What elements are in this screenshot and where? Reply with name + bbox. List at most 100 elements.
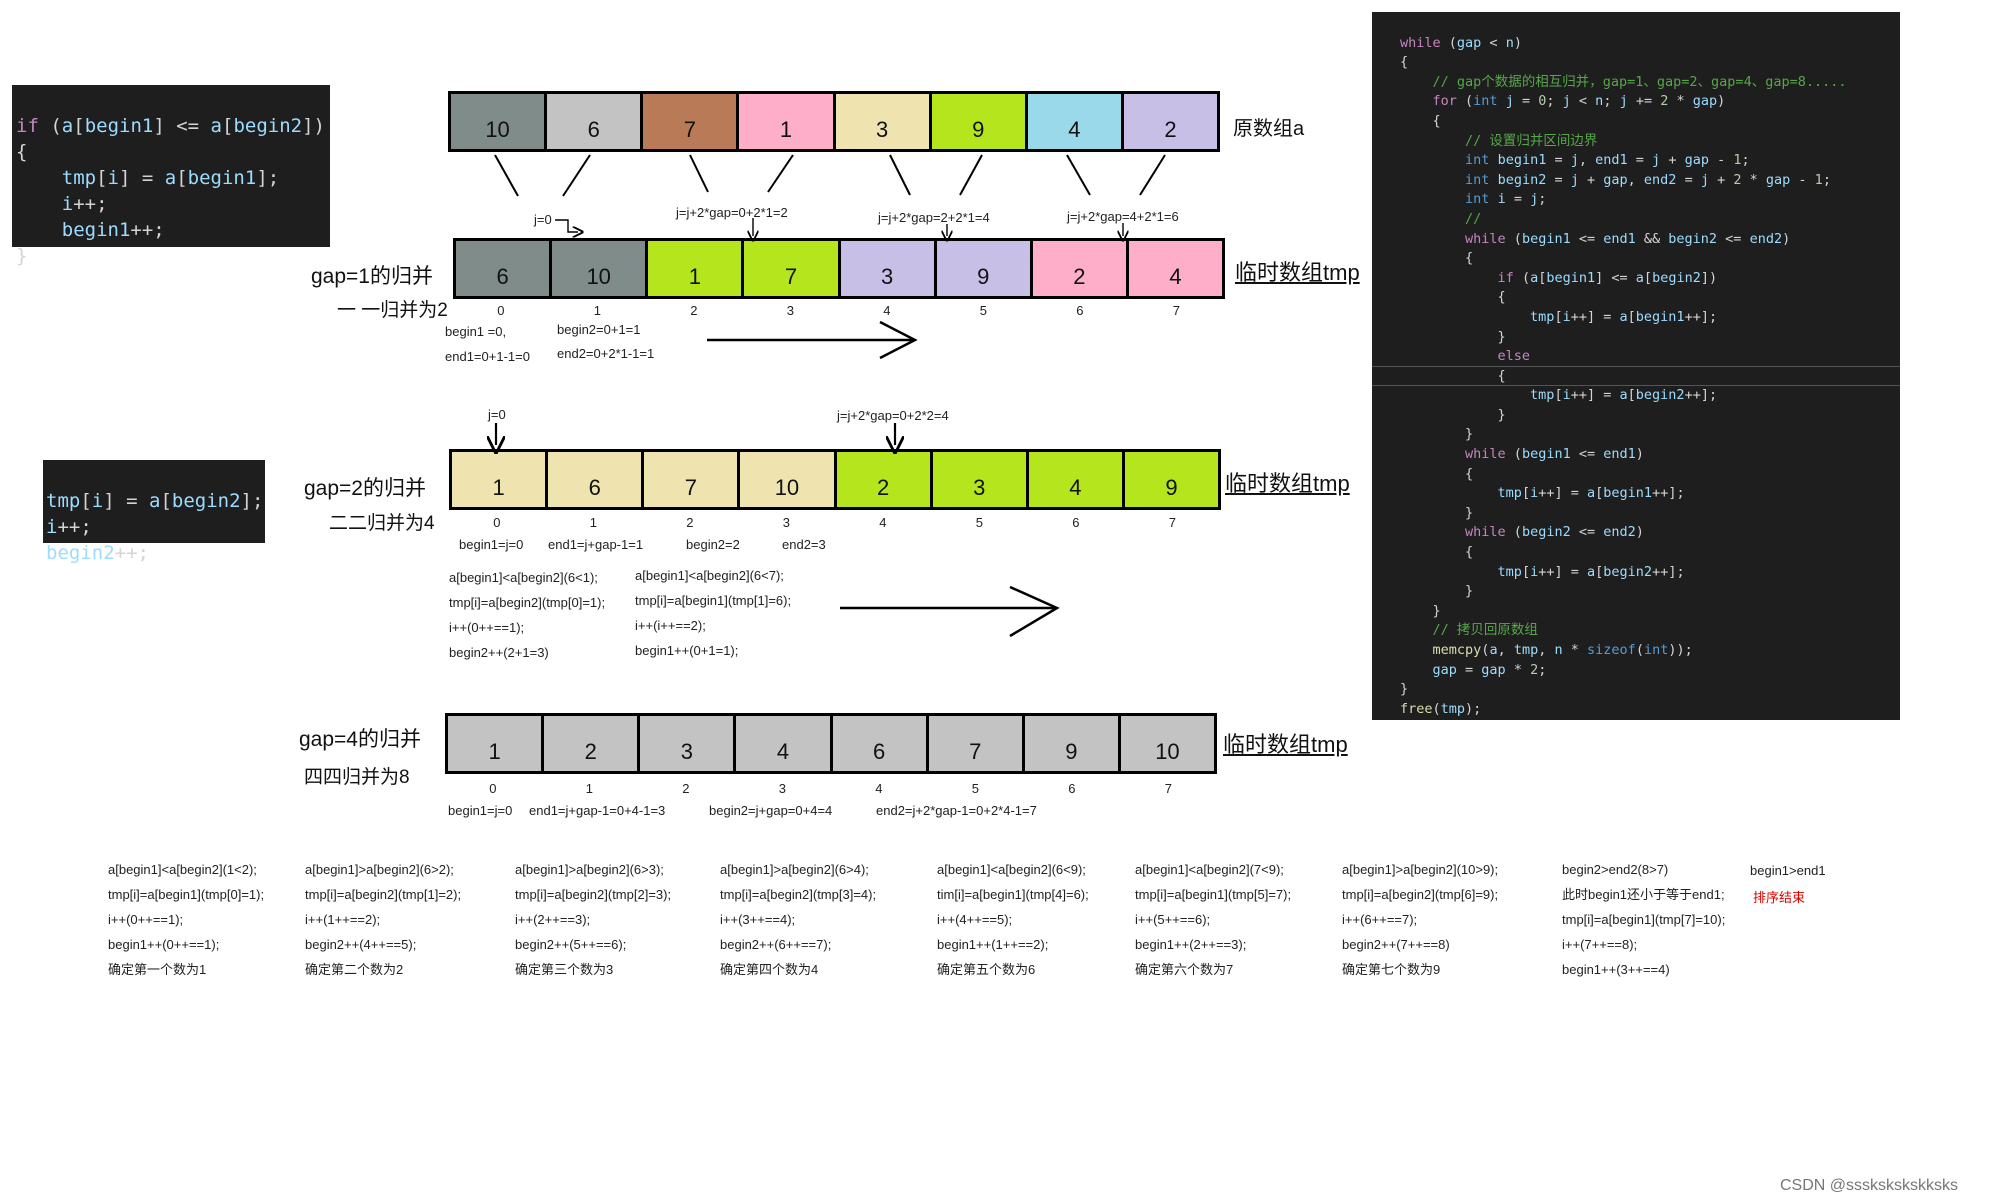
code-line: tmp[i] = a[begin1]; bbox=[61, 167, 280, 189]
gap2-note-begin1: begin1=j=0 bbox=[459, 537, 524, 552]
step-line: a[begin1]<a[begin2](6<1); bbox=[449, 570, 598, 585]
gap2-steps-a: a[begin1]<a[begin2](6<1); tmp[i]=a[begin… bbox=[449, 565, 605, 665]
original-array-cell: 2 bbox=[1123, 94, 1217, 149]
gap2-note-j0: j=0 bbox=[488, 407, 506, 422]
code-line: { bbox=[1400, 544, 1474, 561]
step-line: begin1++(2++==3); bbox=[1135, 937, 1247, 952]
code-line: } bbox=[1400, 406, 1506, 423]
step-line: i++(i++==2); bbox=[635, 618, 706, 633]
code-line: tmp[i] = a[begin2]; bbox=[46, 490, 264, 512]
original-array-cell: 6 bbox=[547, 94, 644, 149]
code-line: } bbox=[1400, 504, 1474, 521]
step-line: i++(7++==8); bbox=[1562, 937, 1638, 952]
code-line: begin2++; bbox=[46, 542, 149, 564]
tmp-gap2-cell: 6 bbox=[548, 452, 645, 507]
gap4-subtitle: 四四归并为8 bbox=[304, 767, 410, 788]
index-label: 0 bbox=[489, 781, 497, 796]
step-line: tmp[i]=a[begin2](tmp[1]=2); bbox=[305, 887, 462, 902]
step-line: begin1++(0+1=1); bbox=[635, 643, 739, 658]
code-line: int i = j; bbox=[1465, 191, 1547, 208]
step-line: 确定第二个数为2 bbox=[305, 962, 404, 977]
tmp-gap1-cell-value: 10 bbox=[586, 263, 611, 289]
step-line: begin2++(2+1=3) bbox=[449, 645, 549, 660]
code-line: for (int j = 0; j < n; j += 2 * gap) bbox=[1432, 93, 1726, 110]
tmp-gap2-cell-value: 1 bbox=[492, 474, 505, 500]
index-label: 4 bbox=[883, 303, 891, 318]
tmp-gap2-cell-value: 9 bbox=[1165, 474, 1178, 500]
original-array-cell: 1 bbox=[739, 94, 836, 149]
index-label: 0 bbox=[497, 303, 505, 318]
step-line: a[begin1]<a[begin2](6<7); bbox=[635, 568, 784, 583]
tmp-gap4-cell-value: 1 bbox=[488, 738, 501, 764]
code-line: { bbox=[1400, 289, 1506, 306]
tmp-gap1-cell-value: 9 bbox=[977, 263, 990, 289]
tmp-gap4-cell: 6 bbox=[832, 716, 929, 771]
code-line: i++; bbox=[61, 193, 108, 215]
step-line: begin1++(3++==4) bbox=[1562, 962, 1670, 977]
code-line: tmp[i++] = a[begin1++]; bbox=[1530, 308, 1718, 325]
merge-step-block: a[begin1]>a[begin2](10>9);tmp[i]=a[begin… bbox=[1342, 857, 1498, 982]
code-line: i++; bbox=[46, 516, 92, 538]
code-line: gap = gap * 2; bbox=[1432, 661, 1547, 678]
original-array-label: 原数组a bbox=[1233, 118, 1305, 140]
end-result: 排序结束 bbox=[1753, 890, 1806, 905]
gap1-note-begin1: begin1 =0, bbox=[445, 324, 507, 339]
original-array-cell: 9 bbox=[931, 94, 1028, 149]
code-line: if (a[begin1] <= a[begin2]) bbox=[1497, 269, 1718, 286]
code-line: free(tmp); bbox=[1400, 700, 1482, 717]
tmp-gap2-cell: 3 bbox=[932, 452, 1029, 507]
step-line: tmp[i]=a[begin1](tmp[7]=10); bbox=[1562, 912, 1726, 927]
merge-step-block: a[begin1]<a[begin2](6<9);tim[i]=a[begin1… bbox=[937, 857, 1089, 982]
step-line: a[begin1]>a[begin2](6>2); bbox=[305, 862, 454, 877]
merge-step-block: a[begin1]<a[begin2](7<9);tmp[i]=a[begin1… bbox=[1135, 857, 1291, 982]
code-line: tmp[i++] = a[begin2++]; bbox=[1497, 563, 1685, 580]
tmp-gap4-cell-value: 3 bbox=[680, 738, 693, 764]
tmp-gap4-cell-value: 6 bbox=[872, 738, 886, 764]
gap2-note-j4: j=j+2*gap=0+2*2=4 bbox=[837, 408, 949, 423]
index-label: 1 bbox=[585, 781, 593, 796]
index-label: 5 bbox=[979, 303, 987, 318]
tmp-gap4-cell: 4 bbox=[736, 716, 833, 771]
connector-line bbox=[689, 154, 709, 193]
code-line: { bbox=[16, 141, 28, 163]
gap4-note-end1: end1=j+gap-1=0+4-1=3 bbox=[529, 803, 666, 818]
original-array-cell-value: 4 bbox=[1068, 116, 1081, 142]
tmp-gap1-cell: 6 bbox=[456, 241, 553, 296]
gap1-note-j6: j=j+2*gap=4+2*1=6 bbox=[1067, 209, 1179, 224]
step-line: i++(0++==1); bbox=[108, 912, 184, 927]
tmp-gap2-cell-value: 3 bbox=[973, 474, 986, 500]
code-line: { bbox=[1400, 367, 1506, 384]
tmp-gap1-cell: 7 bbox=[744, 241, 841, 296]
step-line: begin2++(4++==5); bbox=[305, 937, 417, 952]
step-line: i++(0++==1); bbox=[449, 620, 525, 635]
gap1-note-j2: j=j+2*gap=0+2*1=2 bbox=[676, 205, 788, 220]
flow-arrow-head bbox=[1009, 585, 1060, 638]
code-line: if (a[begin1] <= a[begin2]) bbox=[16, 115, 325, 137]
gap2-note-end2: end2=3 bbox=[782, 537, 826, 552]
gap1-note-j4: j=j+2*gap=2+2*1=4 bbox=[878, 210, 990, 225]
step-line: a[begin1]<a[begin2](1<2); bbox=[108, 862, 257, 877]
tmp-gap2-cell: 7 bbox=[644, 452, 741, 507]
tmp-gap2-cell: 9 bbox=[1124, 452, 1218, 507]
index-label: 2 bbox=[682, 781, 690, 796]
code-line: while (begin1 <= end1) bbox=[1465, 446, 1644, 463]
tmp-gap2-cell-value: 4 bbox=[1069, 474, 1082, 500]
step-line: tmp[i]=a[begin1](tmp[0]=1); bbox=[108, 887, 265, 902]
tmp-gap2-cell: 2 bbox=[836, 452, 933, 507]
code-line: int begin2 = j + gap, end2 = j + 2 * gap… bbox=[1465, 171, 1831, 188]
step-line: tmp[i]=a[begin1](tmp[1]=6); bbox=[635, 593, 792, 608]
gap2-title: gap=2的归并 bbox=[304, 477, 426, 500]
gap4-note-begin1: begin1=j=0 bbox=[448, 803, 513, 818]
gap1-note-end1: end1=0+1-1=0 bbox=[445, 349, 530, 364]
gap2-note-begin2: begin2=2 bbox=[686, 537, 740, 552]
code-line: begin1++; bbox=[61, 219, 165, 241]
original-array-cell-value: 7 bbox=[683, 116, 696, 142]
gap1-subtitle: 一 一归并为2 bbox=[337, 300, 448, 321]
tmp-gap4-cell-value: 4 bbox=[776, 738, 790, 764]
tmp-gap4-cell-value: 2 bbox=[584, 738, 597, 764]
code-line: } bbox=[16, 245, 28, 267]
tmp-array-gap2-label: 临时数组tmp bbox=[1225, 471, 1350, 496]
tmp-gap1-cell: 4 bbox=[1128, 241, 1222, 296]
